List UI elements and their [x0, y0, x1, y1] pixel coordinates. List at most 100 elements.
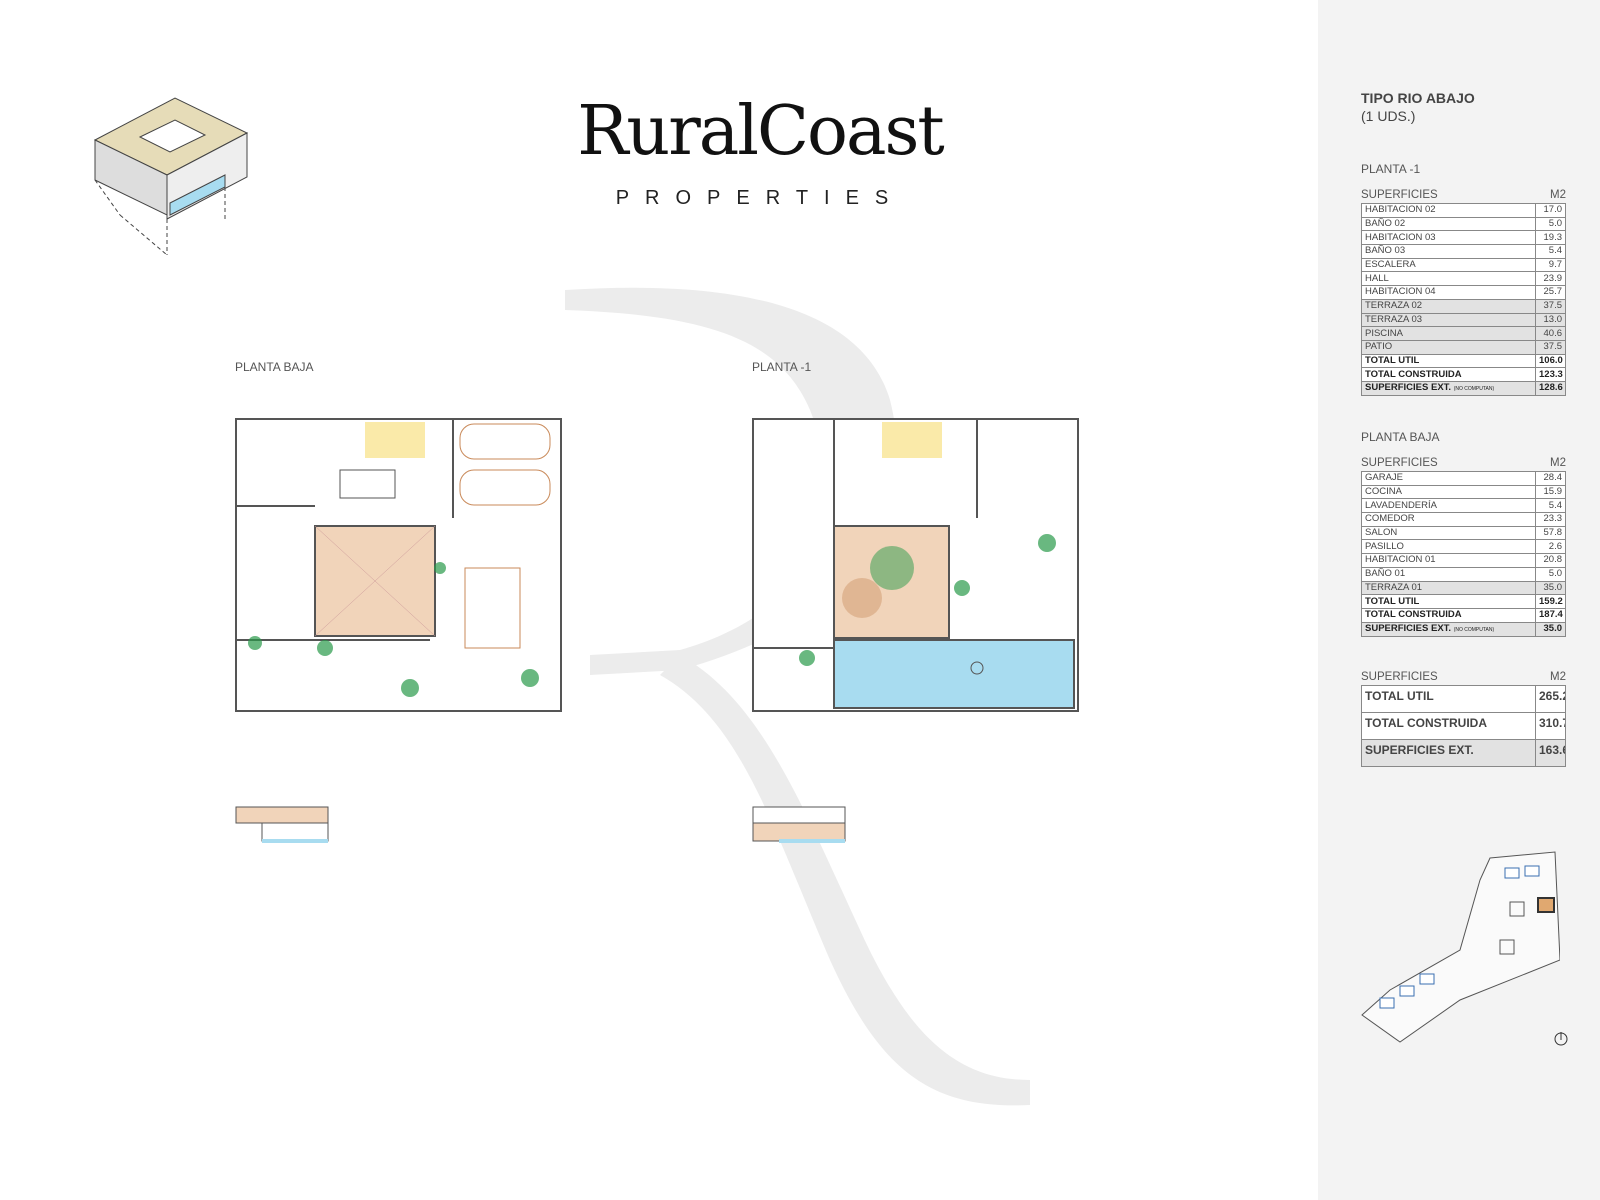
area-value: 40.6 — [1535, 326, 1566, 341]
area-name: TOTAL CONSTRUIDA — [1361, 607, 1536, 623]
area-value: 187.4 — [1535, 607, 1566, 623]
area-name-text: TOTAL CONSTRUIDA — [1365, 716, 1487, 730]
ground-floor-label: PLANTA BAJA — [235, 360, 314, 374]
area-name: BAÑO 03 — [1361, 244, 1536, 259]
area-value: 128.6 — [1535, 380, 1566, 396]
area-name: COCINA — [1361, 484, 1536, 500]
area-name-text: BAÑO 02 — [1365, 218, 1406, 230]
area-value: 15.9 — [1535, 484, 1566, 500]
area-name: LAVADENDERÍA — [1361, 498, 1536, 514]
area-name-text: SUPERFICIES EXT. — [1365, 622, 1452, 634]
unit-label: M2 — [1550, 189, 1566, 201]
not-counted-note: (NO COMPUTAN) — [1453, 385, 1495, 392]
logo-name: RuralCoast — [577, 92, 945, 171]
area-name: TOTAL UTIL — [1361, 594, 1536, 609]
area-name-text: HABITACION 03 — [1365, 231, 1436, 243]
area-name-text: SUPERFICIES EXT. — [1365, 381, 1452, 393]
area-value: 23.3 — [1535, 512, 1566, 527]
area-name-text: TOTAL UTIL — [1365, 689, 1434, 703]
ground-floor-plan — [235, 418, 562, 712]
area-name-text: TERRAZA 03 — [1365, 313, 1423, 325]
area-name-text: COMEDOR — [1365, 513, 1415, 525]
table-row: HABITACION 04 25.7 — [1361, 285, 1566, 300]
area-name: HALL — [1361, 271, 1536, 287]
area-value: 9.7 — [1535, 257, 1566, 273]
area-name-text: TOTAL UTIL — [1365, 595, 1420, 607]
area-value: 5.0 — [1535, 566, 1566, 582]
col-label: SUPERFICIES — [1361, 671, 1438, 683]
area-name: TERRAZA 01 — [1361, 580, 1536, 596]
area-name: SALON — [1361, 525, 1536, 541]
basement-section-thumbnail — [752, 806, 846, 843]
area-name: TERRAZA 03 — [1361, 312, 1536, 328]
area-value: 5.4 — [1535, 244, 1566, 259]
logo: RuralCoast PROPERTIES — [500, 92, 1020, 210]
basement-heading: PLANTA -1 — [1361, 162, 1421, 176]
area-value: 35.0 — [1535, 580, 1566, 596]
area-value: 159.2 — [1535, 594, 1566, 609]
area-value: 35.0 — [1535, 621, 1566, 637]
basement-floor-plan — [752, 418, 1079, 712]
area-name-text: PASILLO — [1365, 540, 1404, 552]
area-name: COMEDOR — [1361, 512, 1536, 527]
table-row: SUPERFICIES EXT. (NO COMPUTAN)35.0 — [1361, 621, 1566, 637]
table-row: TOTAL UTIL 159.2 — [1361, 594, 1566, 609]
table-row: ESCALERA 9.7 — [1361, 257, 1566, 273]
not-counted-note: (NO COMPUTAN) — [1453, 626, 1495, 633]
area-value: 19.3 — [1535, 230, 1566, 246]
area-value: 25.7 — [1535, 285, 1566, 300]
area-name: PATIO — [1361, 339, 1536, 355]
area-name: SUPERFICIES EXT. — [1361, 739, 1536, 767]
area-name: PASILLO — [1361, 539, 1536, 555]
area-value: 17.0 — [1535, 203, 1566, 218]
area-value: 5.4 — [1535, 498, 1566, 514]
area-value: 13.0 — [1535, 312, 1566, 328]
col-label: SUPERFICIES — [1361, 457, 1438, 469]
basement-floor-label: PLANTA -1 — [752, 360, 812, 374]
table-row: COMEDOR 23.3 — [1361, 512, 1566, 527]
ground-heading: PLANTA BAJA — [1361, 430, 1440, 444]
area-name-text: PATIO — [1365, 341, 1393, 353]
area-value: 57.8 — [1535, 525, 1566, 541]
area-name-text: ESCALERA — [1365, 259, 1416, 271]
area-value: 37.5 — [1535, 298, 1566, 314]
unit-label: M2 — [1550, 671, 1566, 683]
area-value: 23.9 — [1535, 271, 1566, 287]
area-name: TOTAL UTIL — [1361, 685, 1536, 713]
area-name-text: GARAJE — [1365, 472, 1404, 484]
area-name: BAÑO 02 — [1361, 216, 1536, 232]
area-name-text: HABITACION 04 — [1365, 286, 1436, 298]
site-location-map — [1361, 851, 1560, 1043]
area-name-text: HABITACION 01 — [1365, 554, 1436, 566]
table-row: TOTAL UTIL 106.0 — [1361, 353, 1566, 369]
col-label: SUPERFICIES — [1361, 189, 1438, 201]
area-name-text: TOTAL UTIL — [1365, 354, 1420, 366]
area-name: BAÑO 01 — [1361, 566, 1536, 582]
area-name: GARAJE — [1361, 471, 1536, 486]
isometric-house-icon — [93, 97, 249, 256]
area-value: 28.4 — [1535, 471, 1566, 486]
area-name: TERRAZA 02 — [1361, 298, 1536, 314]
area-name: HABITACION 04 — [1361, 285, 1536, 300]
area-name-text: TERRAZA 02 — [1365, 300, 1423, 312]
area-name-text: SUPERFICIES EXT. — [1365, 743, 1474, 757]
table-row: TERRAZA 03 13.0 — [1361, 312, 1566, 328]
area-name-text: TOTAL CONSTRUIDA — [1365, 368, 1462, 380]
area-name: SUPERFICIES EXT. (NO COMPUTAN) — [1361, 621, 1536, 637]
table-row: TERRAZA 02 37.5 — [1361, 298, 1566, 314]
area-value: 106.0 — [1535, 353, 1566, 369]
unit-type-title: TIPO RIO ABAJO — [1361, 90, 1475, 106]
area-name-text: BAÑO 01 — [1365, 568, 1406, 580]
